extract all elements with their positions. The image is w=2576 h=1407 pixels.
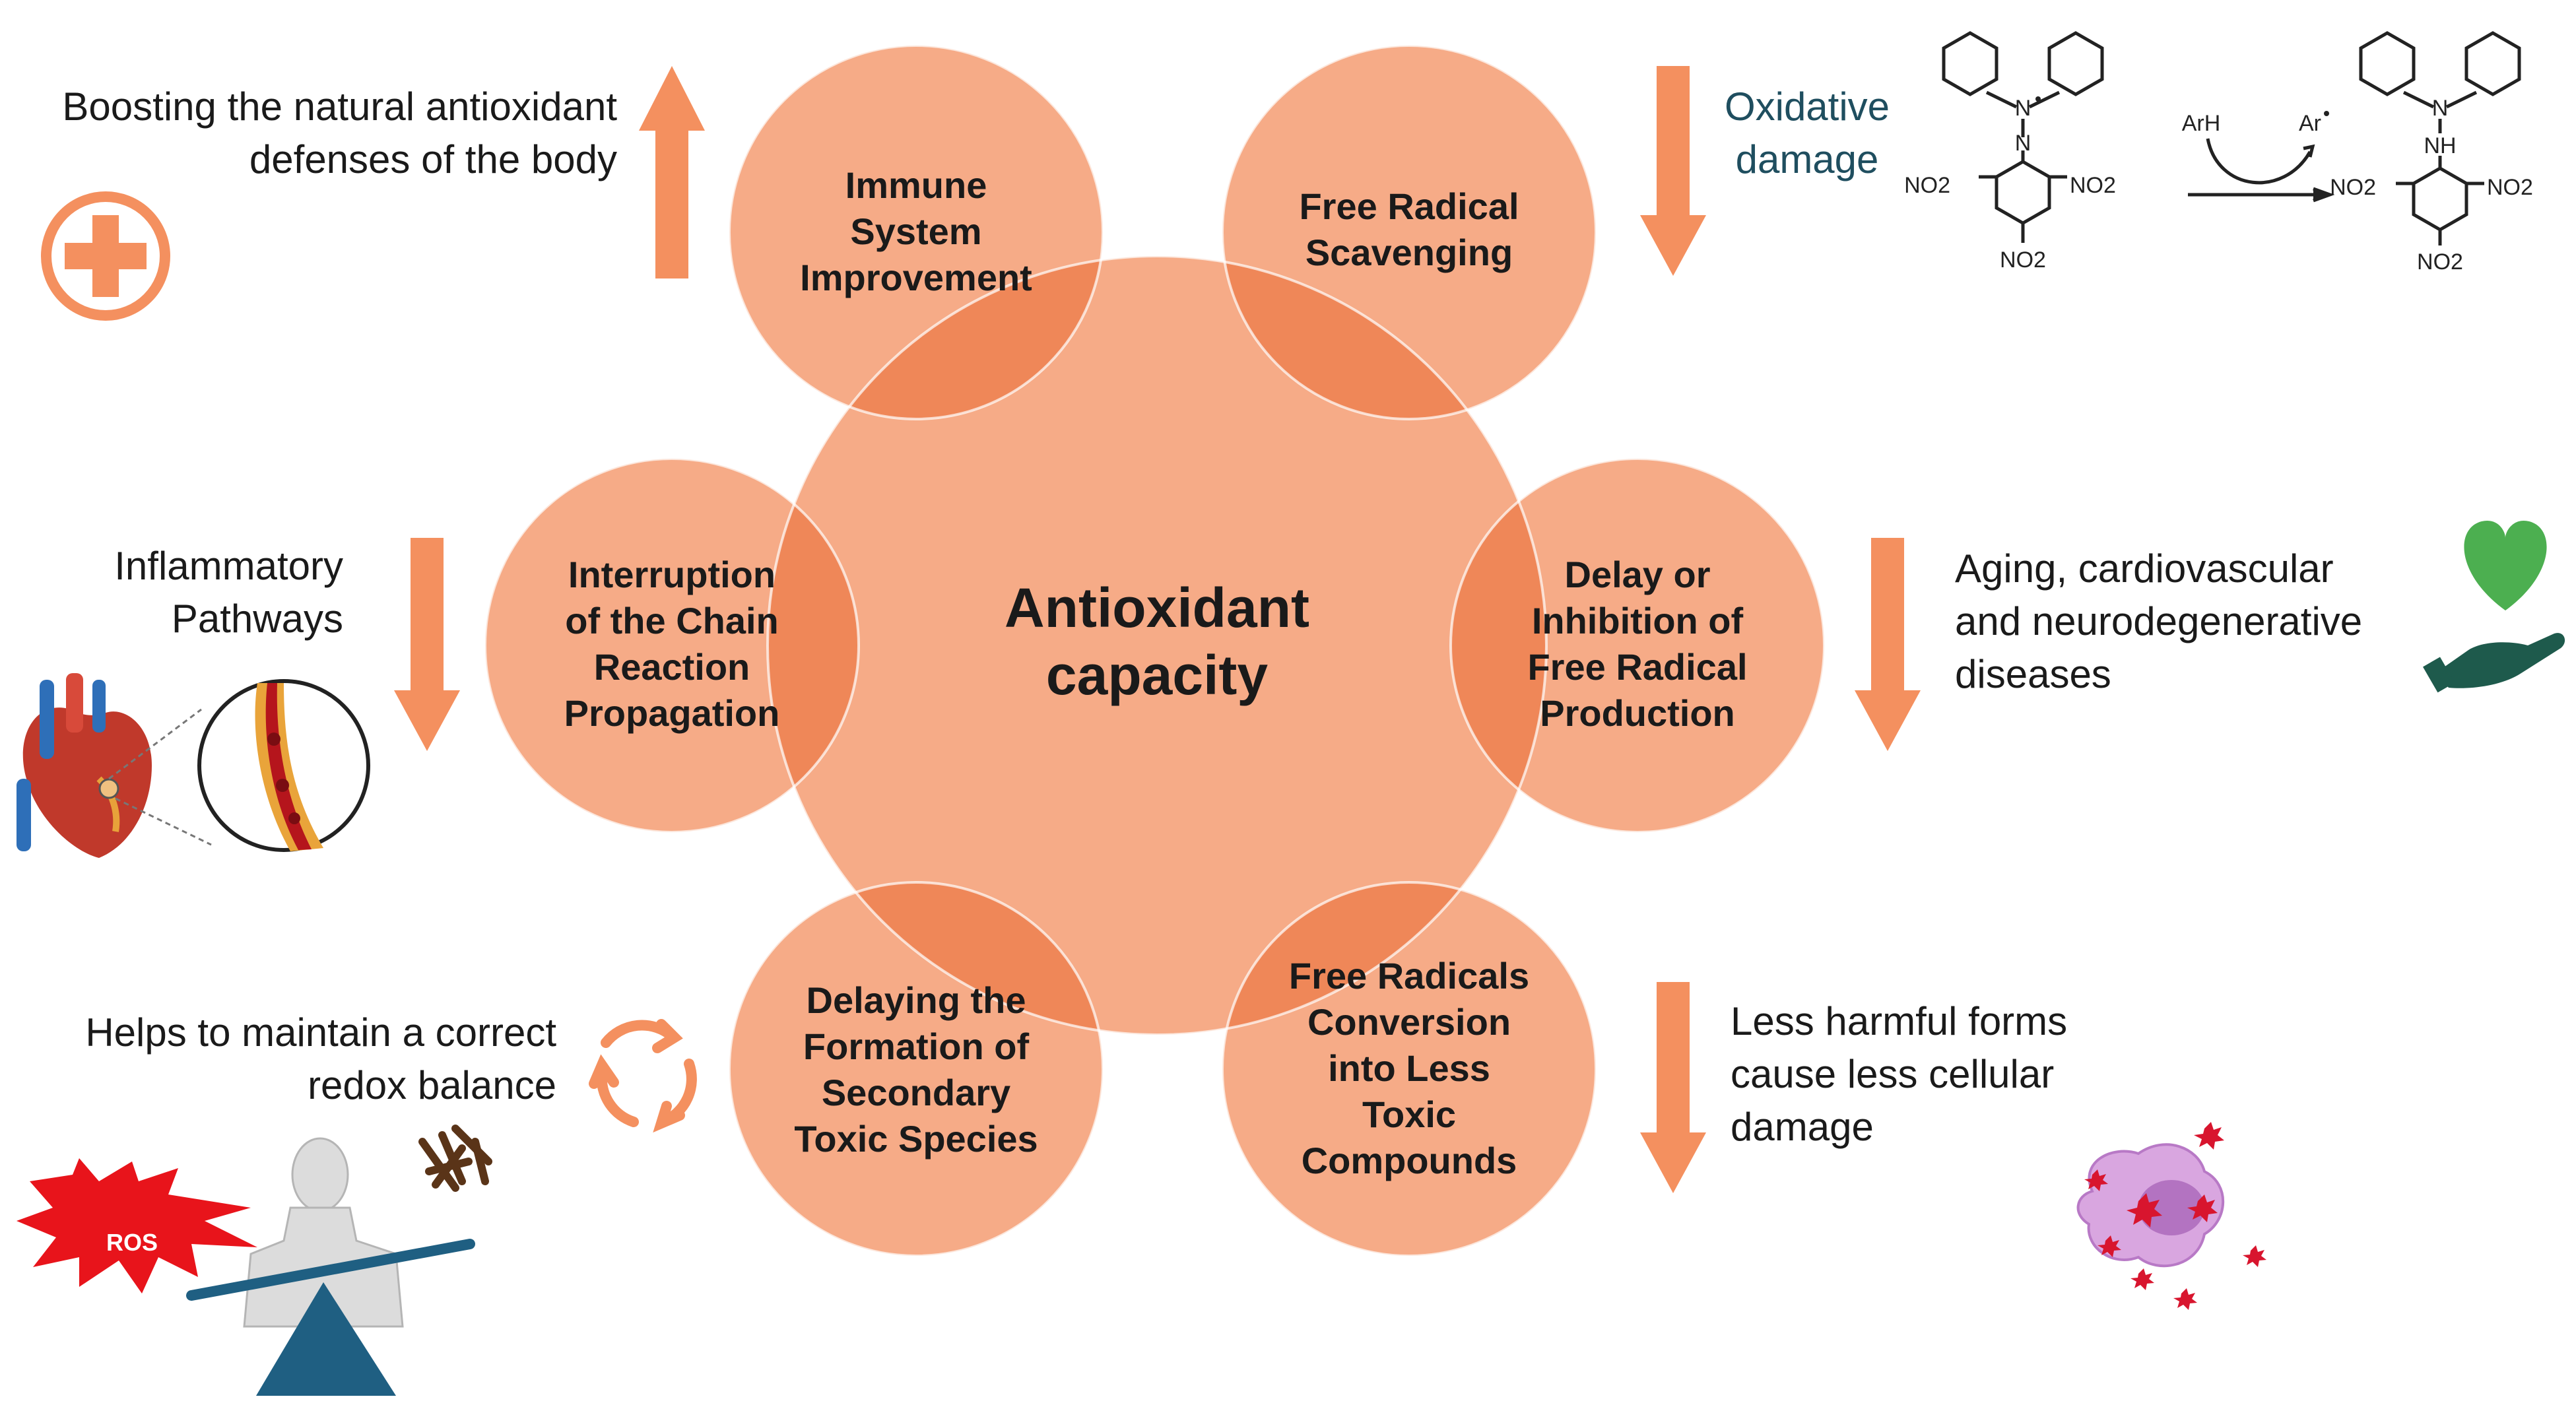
left-n-bottom: N [2015,131,2031,156]
cycle-arrows-icon [589,1019,697,1133]
cloves-spice-icon [418,1125,492,1192]
less-harmful-line-3: damage [1731,1105,1874,1149]
circle-delay [1451,459,1824,832]
delay-label-1: Delay or [1565,554,1711,595]
delay-label-4: Production [1540,692,1735,734]
boosting-line-1: Boosting the natural antioxidant [62,84,617,129]
heart-artery-illustration [17,673,370,858]
radical-dot-n [2035,96,2041,102]
arrow-up-boosting [639,66,705,278]
right-no2-right: NO2 [2487,175,2533,200]
immune-label-2: System [850,211,981,252]
damaged-cell-illustration [2076,1122,2266,1310]
redox-balance-illustration: ROS [17,1125,492,1396]
center-title-line2: capacity [1046,644,1268,706]
arrows [394,66,1921,1193]
interruption-label-3: Reaction [594,646,750,688]
center-circle [768,256,1546,1035]
seesaw-fulcrum [256,1282,396,1396]
right-nh: NH [2424,133,2456,158]
arrow-down-less-harmful [1640,982,1706,1193]
right-no2-bottom: NO2 [2417,249,2463,275]
redox-line-1: Helps to maintain a correct [85,1010,556,1055]
scavenging-label-2: Scavenging [1305,232,1513,273]
conversion-label-2: Conversion [1307,1001,1511,1043]
reagent-arh: ArH [2182,111,2221,136]
conversion-label-4: Toxic [1362,1094,1456,1135]
arrow-down-oxidative [1640,66,1706,276]
circle-group [484,44,1826,1257]
heart-hand-icon [2423,520,2565,693]
immune-label-3: Improvement [800,257,1032,298]
radical-burst-icons [2084,1122,2266,1310]
conversion-label-5: Compounds [1302,1140,1517,1181]
aging-line-3: diseases [1955,652,2111,696]
less-harmful-line-1: Less harmful forms [1731,999,2067,1043]
inflammatory-line-1: Inflammatory [114,544,343,588]
arrow-down-inflammatory [394,538,460,751]
center-label: Antioxidant capacity [1005,577,1309,706]
circle-labels: Immune System Improvement Free Radical S… [564,164,1748,1181]
aging-line-1: Aging, cardiovascular [1955,546,2334,591]
seesaw-plank [186,1239,475,1301]
plus-circle-icon [41,191,170,321]
conversion-label-3: into Less [1328,1047,1490,1089]
redox-line-2: redox balance [308,1063,556,1107]
interruption-label-2: of the Chain [565,600,779,641]
oxidative-line-1: Oxidative [1725,84,1890,129]
oxidative-line-2: damage [1736,137,1879,181]
circle-interruption [485,459,859,832]
chemistry-labels: N N NO2 NO2 NO2 ArH Ar N NH NO2 NO2 NO2 [1904,96,2533,275]
circle-outlines [484,44,1826,1257]
right-no2-left: NO2 [2330,175,2376,200]
arrow-down-aging [1855,538,1921,751]
delay-label-3: Free Radical [1527,646,1747,688]
ros-burst-icon [17,1158,257,1293]
left-n-top: N [2015,96,2031,121]
interruption-label-1: Interruption [568,554,776,595]
annotations: Boosting the natural antioxidant defense… [62,84,2362,1149]
delaying-label-3: Secondary [822,1072,1010,1113]
boosting-line-2: defenses of the body [249,137,617,181]
heart-icon [17,673,152,858]
chemistry-reaction [1942,31,2521,245]
less-harmful-line-2: cause less cellular [1731,1052,2054,1096]
left-no2-bottom: NO2 [2000,247,2046,273]
center-title-line1: Antioxidant [1005,577,1309,639]
scavenging-label-1: Free Radical [1299,185,1519,227]
zoom-line-top [108,708,202,780]
immune-label-1: Immune [845,164,987,206]
right-molecule [2359,31,2521,245]
right-n-top: N [2432,96,2449,121]
left-no2-left: NO2 [1904,173,1950,198]
inflammatory-line-2: Pathways [172,597,343,641]
artery-zoom-icon [197,679,370,852]
ros-label: ROS [106,1229,158,1256]
delaying-label-1: Delaying the [807,979,1026,1021]
delay-label-2: Inhibition of [1532,600,1744,641]
radical-dot-ar [2324,111,2329,116]
conversion-label-1: Free Radicals [1289,955,1529,997]
left-molecule [1942,31,2104,243]
left-no2-right: NO2 [2070,173,2116,198]
delaying-label-2: Formation of [803,1026,1030,1067]
interruption-label-4: Propagation [564,692,780,734]
product-ar: Ar [2299,111,2321,136]
delaying-label-4: Toxic Species [794,1118,1038,1160]
aging-line-2: and neurodegenerative [1955,599,2362,643]
